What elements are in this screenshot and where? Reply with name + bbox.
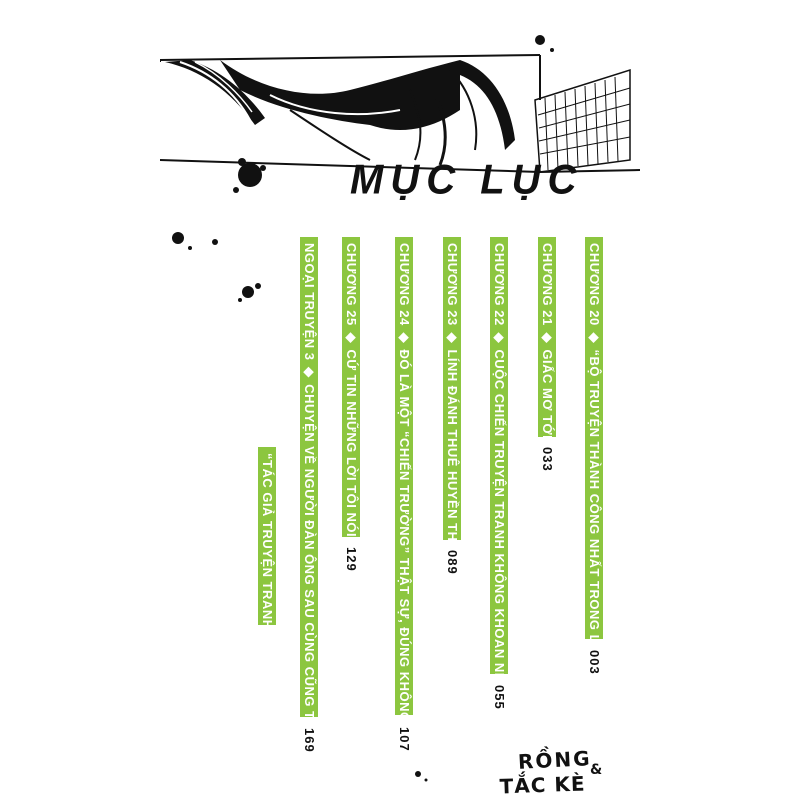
ink-splatter <box>172 232 261 302</box>
entry-page: 089 <box>445 550 460 575</box>
toc-page: MỤC LỤC CHƯƠNG 20 ◆ “BỘ TRUYỆN THÀNH CÔN… <box>160 0 640 800</box>
right-margin <box>640 0 800 800</box>
ink-splatter-bottom <box>415 771 428 782</box>
entry-label: NGOẠI TRUYỆN 3 ◆ CHUYỆN VỀ NGƯỜI ĐÀN ÔNG… <box>302 243 317 794</box>
entry-label: CHƯƠNG 23 ◆ LÍNH ĐÁNH THUÊ HUYỀN THOẠI <box>445 243 460 567</box>
manga-illustration <box>160 35 640 193</box>
publisher-logo: RỒNG & TẮC KÈ HOA <box>499 746 640 800</box>
logo-line-1: RỒNG <box>517 746 593 774</box>
left-margin <box>0 0 160 800</box>
entry-page: 003 <box>587 650 602 675</box>
entry-page: 033 <box>540 447 555 472</box>
entry-page: 129 <box>344 547 359 572</box>
entry-label: CHƯƠNG 24 ◆ ĐÓ LÀ MỘT “CHIẾN TRƯỜNG” THẬ… <box>397 243 412 766</box>
logo-ampersand: & <box>590 762 603 778</box>
entry-label: CHƯƠNG 22 ◆ CUỘC CHIẾN TRUYỆN TRANH KHÔN… <box>492 243 507 726</box>
entry-label: CHƯƠNG 21 ◆ GIẤC MƠ TỚI ĐÓ <box>540 243 555 464</box>
entry-label: CHƯƠNG 20 ◆ “BỘ TRUYỆN THÀNH CÔNG NHẤT T… <box>587 243 602 699</box>
entry-page: 107 <box>397 727 412 752</box>
entry-page: 169 <box>302 728 317 753</box>
entry-label: CHƯƠNG 25 ◆ CỨ TIN NHỮNG LỜI TÔI NÓI ĐI <box>344 243 359 556</box>
entry-label-continuation: “TÁC GIẢ TRUYỆN TRANH” <box>260 453 275 637</box>
entry-page: 055 <box>492 685 507 710</box>
logo-line-2: TẮC KÈ HOA <box>499 771 586 800</box>
toc-title: MỤC LỤC <box>350 156 584 204</box>
